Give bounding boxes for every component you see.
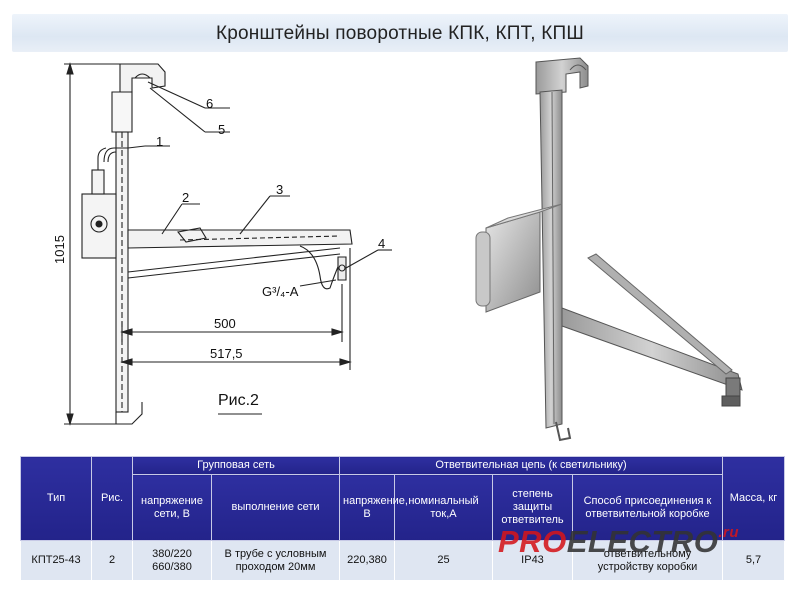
callout-3: 3 [276,182,284,197]
header-branch-circuit: Ответвительная цепь (к светильнику) [339,456,723,475]
cell-type: КПТ25-43 [20,540,92,581]
header-type: Тип [20,456,92,541]
cell-network-execution: В трубе с условным проходом 20мм [211,540,340,581]
callout-2: 2 [182,190,190,205]
header-group-network: Групповая сеть [132,456,340,475]
thread-label: G³/₄-A [262,284,299,299]
bracket-drawing-svg [64,62,392,426]
height-dimension: 1015 [52,235,67,264]
technical-drawing: 6 5 1 2 3 4 1015 G³/₄-A 500 517,5 Рис.2 [0,52,470,452]
title-bar: Кронштейны поворотные КПК, КПТ, КПШ [12,14,788,52]
cell-protection-degree: IP43 [492,540,573,581]
callout-6: 6 [206,96,214,111]
dimension-517: 517,5 [210,346,243,361]
header-mass: Масса, кг [722,456,785,541]
header-figure: Рис. [91,456,133,541]
cell-branch-voltage: 220,380 [339,540,395,581]
header-network-voltage: напряжение сети, В [132,474,212,541]
cell-rated-current: 25 [394,540,493,581]
header-connection-method: Способ присоединения к ответвительной ко… [572,474,723,541]
bracket-3d-render [470,52,790,452]
callout-1: 1 [156,134,164,149]
header-protection-degree: степень защиты ответвитель [492,474,573,541]
header-rated-current: номинальный ток,А [394,474,493,541]
header-branch-voltage: напряжение, В [339,474,408,541]
spec-table: Тип Рис. Групповая сеть Ответвительная ц… [20,456,785,581]
header-network-execution: выполнение сети [211,474,340,541]
figure-label: Рис.2 [218,392,259,409]
page-title: Кронштейны поворотные КПК, КПТ, КПШ [215,23,585,44]
cell-mass: 5,7 [722,540,785,581]
cell-figure: 2 [91,540,133,581]
callout-5: 5 [218,122,226,137]
bracket-render-svg [475,57,743,442]
dimension-500: 500 [214,316,236,331]
callout-4: 4 [378,236,386,251]
cell-network-voltage: 380/220 660/380 [132,540,212,581]
table-row: КПТ25-43 2 380/220 660/380 В трубе с усл… [20,540,785,581]
cell-connection-method: ответвительному устройству коробки [572,540,723,581]
